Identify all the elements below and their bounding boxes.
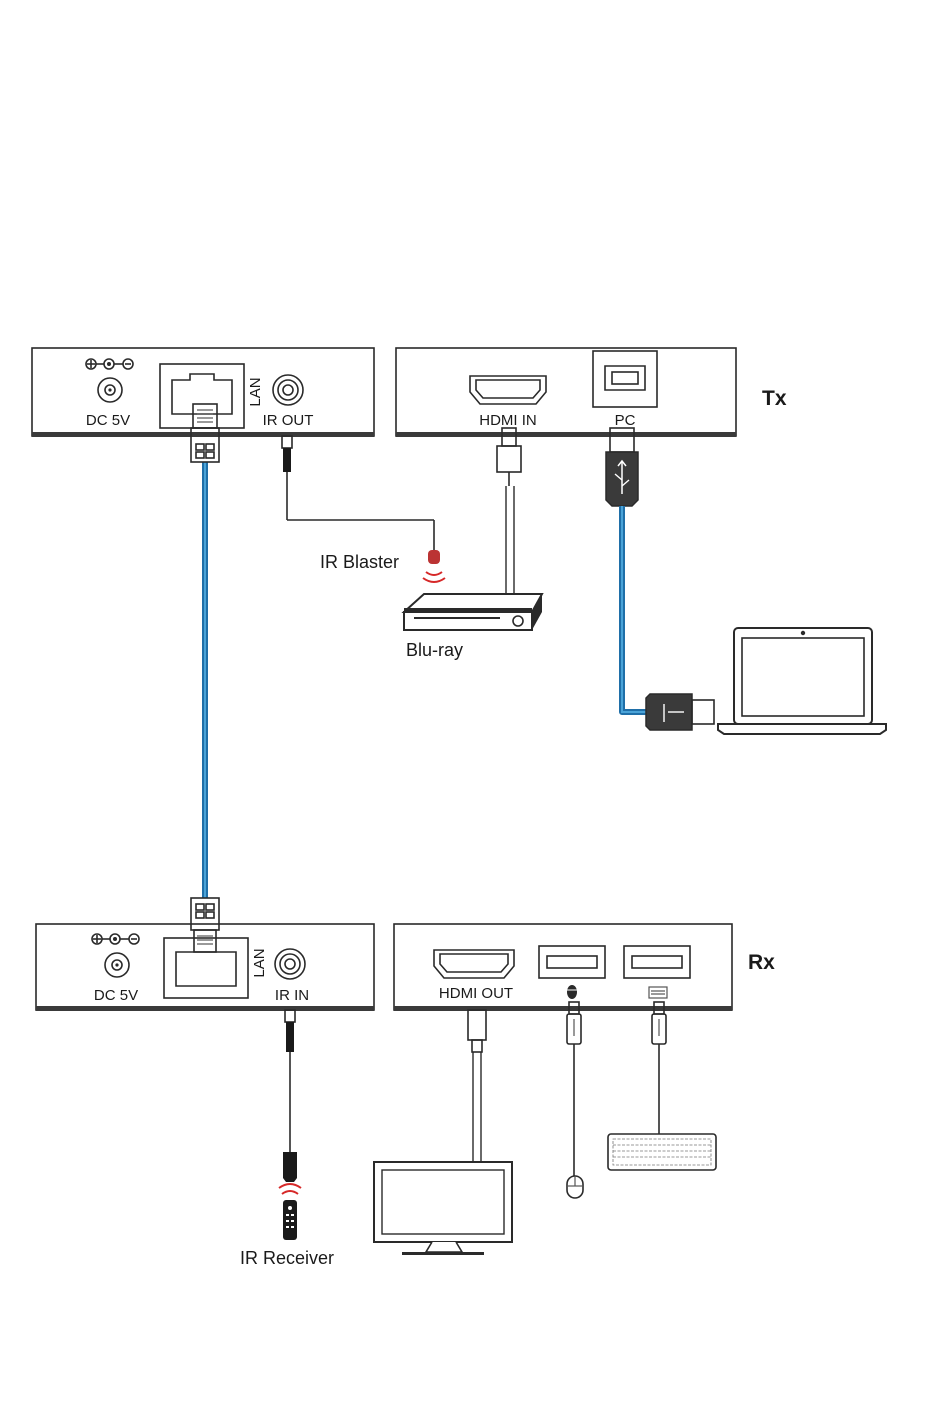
rx-hdmi-label: HDMI OUT — [439, 985, 513, 1002]
lan-cable — [191, 404, 219, 952]
hdmi-cable-rx — [468, 1010, 486, 1162]
rx-right-panel: HDMI OUT — [394, 924, 732, 1011]
tx-right-panel: HDMI IN PC — [396, 348, 736, 437]
rx-dc-label: DC 5V — [94, 987, 138, 1004]
rx-lan-label: LAN — [251, 948, 268, 977]
hdmi-cable-tx — [497, 428, 521, 594]
tx-hdmi-label: HDMI IN — [479, 412, 537, 429]
tx-lan-label: LAN — [247, 377, 264, 406]
tx-usb-label: PC — [615, 412, 636, 429]
usb-cable-tx — [606, 428, 714, 730]
ir-receiver-cable — [283, 1010, 297, 1182]
ir-blaster-icon — [423, 550, 445, 582]
bluray-label: Blu-ray — [406, 640, 463, 660]
tx-title: Tx — [762, 387, 787, 410]
keyboard-icon — [608, 1134, 716, 1170]
mouse-icon — [567, 985, 577, 999]
bluray-player-icon — [404, 594, 542, 630]
tx-dc-label: DC 5V — [86, 412, 130, 429]
laptop-icon — [718, 628, 886, 734]
remote-icon — [279, 1184, 301, 1240]
usb-cable-mouse — [567, 1002, 581, 1176]
tx-ir-port-label: IR OUT — [263, 412, 314, 429]
ir-blaster-label: IR Blaster — [320, 552, 399, 572]
usb-cable-keyboard — [652, 1002, 666, 1134]
rx-ir-port-label: IR IN — [275, 987, 309, 1004]
ir-blaster-cable — [282, 436, 434, 550]
ir-receiver-label: IR Receiver — [240, 1248, 334, 1268]
tx-left-panel: DC 5V LAN IR OUT — [32, 348, 374, 437]
monitor-icon — [374, 1162, 512, 1255]
rx-left-panel: DC 5V LAN IR IN — [36, 924, 374, 1011]
rx-title: Rx — [748, 951, 775, 974]
mouse-icon — [567, 1176, 583, 1198]
